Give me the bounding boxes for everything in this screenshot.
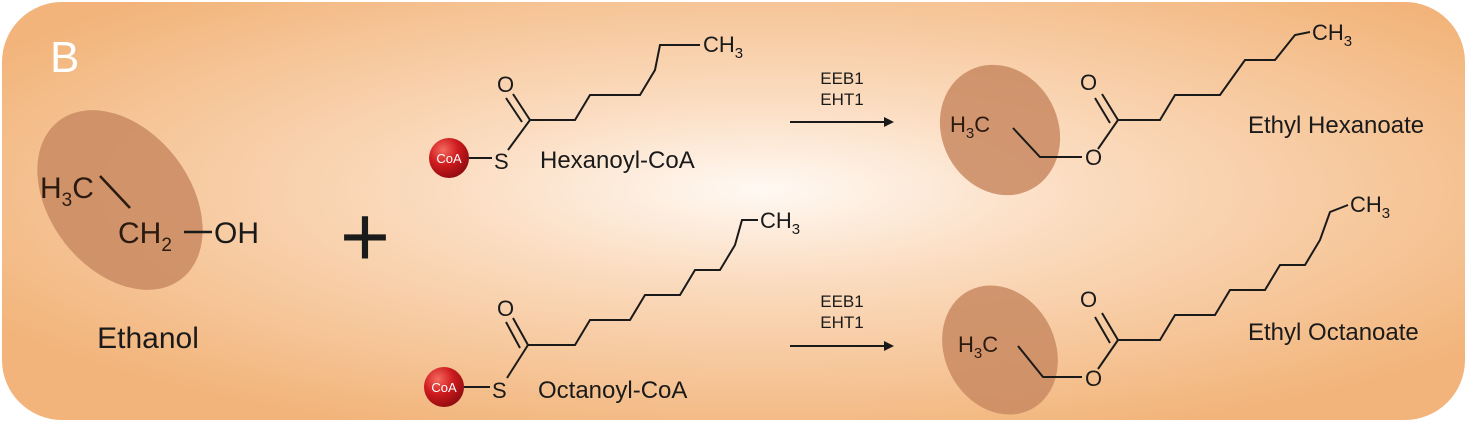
- hexanoyl-coa-ball-label: CoA: [436, 151, 462, 166]
- ethyl-hexanoate-bond-o-c: [1097, 119, 1119, 150]
- ethyl-hexanoate-carbonyl-2: [1094, 97, 1111, 124]
- ethyl-hexanoate-o-carbonyl: O: [1080, 70, 1097, 95]
- octanoyl-label: Octanoyl-CoA: [538, 377, 687, 404]
- octanoyl-coa-ball-label: CoA: [431, 380, 457, 395]
- octanoyl-bond-s-c: [506, 344, 529, 379]
- octanoyl-s: S: [492, 378, 507, 403]
- ethyl-hexanoate-label: Ethyl Hexanoate: [1248, 112, 1424, 139]
- top-enzyme-eht1: EHT1: [820, 90, 863, 109]
- ethyl-hexanoate-molecule: H3C O O CH3 Ethyl Hexanoate: [939, 20, 1424, 196]
- ethyl-octanoate-molecule: H3C O O CH3 Ethyl Octanoate: [942, 192, 1419, 415]
- ethyl-octanoate-carbonyl-2: [1094, 316, 1111, 344]
- hexanoyl-s: S: [494, 149, 509, 174]
- ethyl-hexanoate-ch3: CH3: [1312, 20, 1352, 50]
- ethyl-octanoate-o-carbonyl: O: [1080, 287, 1097, 312]
- reaction-arrow-bottom: EEB1 EHT1: [790, 292, 894, 351]
- top-enzyme-eeb1: EEB1: [820, 69, 863, 88]
- ethyl-hexanoate-highlight: [939, 64, 1061, 196]
- octanoyl-coa-ball: [424, 367, 464, 407]
- hexanoyl-bond-s-c: [507, 119, 531, 151]
- bottom-enzyme-eht1: EHT1: [820, 313, 863, 332]
- ethyl-octanoate-ch3: CH3: [1350, 192, 1390, 222]
- ethyl-hexanoate-ethyl-bonds: [1012, 127, 1082, 158]
- octanoyl-ch3: CH3: [760, 208, 800, 238]
- ethyl-octanoate-label: Ethyl Octanoate: [1248, 319, 1419, 346]
- hexanoyl-ch3: CH3: [703, 32, 743, 62]
- ethyl-octanoate-bond-o-c: [1097, 339, 1119, 370]
- octanoyl-carbonyl-bond-2: [505, 321, 521, 349]
- hexanoyl-coa-molecule: CoA S O CH3 Hexanoyl-CoA: [429, 32, 743, 178]
- ethanol-molecule: H3C CH2 OH Ethanol: [37, 110, 259, 355]
- ethanol-bond-c-c: [99, 175, 131, 209]
- ethyl-octanoate-ethyl-bonds: [1017, 345, 1082, 378]
- bottom-enzyme-eeb1: EEB1: [820, 292, 863, 311]
- ethanol-label: Ethanol: [97, 322, 199, 355]
- ethyl-hexanoate-carbonyl-1: [1101, 93, 1119, 121]
- reaction-arrow-top: EEB1 EHT1: [790, 69, 894, 127]
- ethyl-octanoate-carbonyl-1: [1101, 312, 1119, 341]
- ethanol-oh: OH: [214, 217, 259, 250]
- background-panel: [2, 2, 1465, 420]
- octanoyl-chain: [528, 219, 758, 346]
- ethyl-octanoate-chain: [1118, 204, 1349, 341]
- hexanoyl-carbonyl-bond-1: [512, 93, 531, 121]
- ethyl-hexanoate-o-ester: O: [1085, 145, 1102, 170]
- ethyl-hexanoate-chain: [1118, 31, 1311, 121]
- ethanol-ch2: CH2: [118, 217, 172, 256]
- ethyl-hexanoate-h3c: H3C: [950, 112, 990, 142]
- panel-letter: B: [50, 33, 79, 82]
- hexanoyl-coa-ball: [429, 138, 469, 178]
- hexanoyl-label: Hexanoyl-CoA: [540, 147, 695, 174]
- octanoyl-carbonyl-bond-1: [512, 317, 529, 346]
- hexanoyl-carbonyl-bond-2: [505, 97, 523, 123]
- octanoyl-coa-molecule: CoA S O CH3 Octanoyl-CoA: [424, 208, 800, 407]
- hexanoyl-chain: [530, 44, 700, 121]
- ethyl-octanoate-h3c: H3C: [958, 332, 998, 362]
- ethyl-octanoate-o-ester: O: [1085, 366, 1102, 391]
- ethyl-octanoate-highlight: [942, 285, 1058, 415]
- ethanol-h3c: H3C: [40, 172, 94, 211]
- ethanol-highlight: [37, 110, 203, 290]
- hexanoyl-o: O: [497, 72, 514, 97]
- plus-sign: +: [340, 189, 390, 285]
- octanoyl-o: O: [497, 296, 514, 321]
